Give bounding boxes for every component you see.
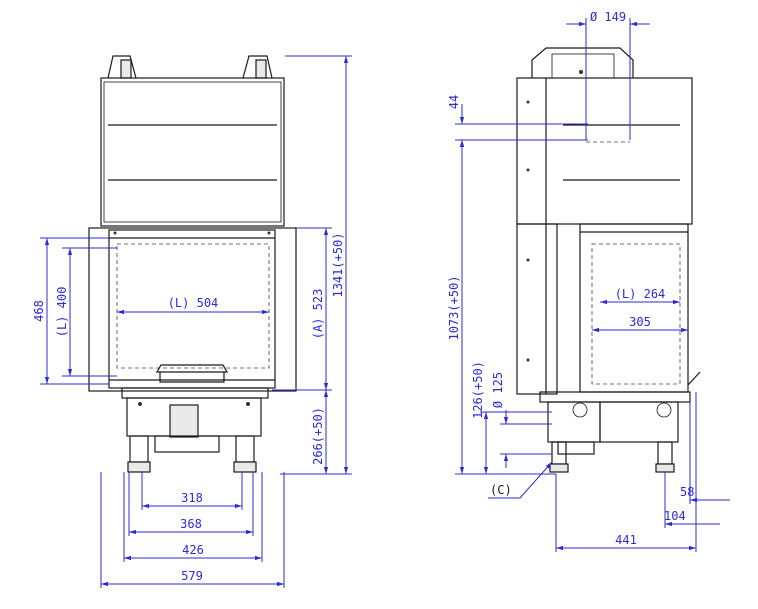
dim-base-height: 266(+50) bbox=[311, 407, 325, 465]
front-dimensions: 1341(+50) (A) 523 266(+50) 468 (L) 400 (… bbox=[32, 55, 352, 588]
dim-flue-diameter: Ø 149 bbox=[590, 10, 626, 24]
dim-opening-l-width: (L) 504 bbox=[168, 296, 219, 310]
dim-legs-outer: 368 bbox=[180, 517, 202, 531]
top-handles bbox=[107, 55, 273, 79]
grate bbox=[155, 364, 229, 373]
dim-opening-a: (A) 523 bbox=[311, 289, 325, 340]
dim-opening-l-height: (L) 400 bbox=[55, 287, 69, 338]
dim-overall-height: 1341(+50) bbox=[331, 232, 345, 297]
side-dimensions: Ø 149 44 1073(+50) 126(+50) Ø 125 (L) 26… bbox=[447, 10, 730, 552]
dim-base-offset: 104 bbox=[664, 509, 686, 523]
upper-body bbox=[100, 77, 285, 227]
dim-foot-offset: 58 bbox=[680, 485, 694, 499]
door-frame bbox=[88, 227, 297, 392]
label-inlet-c: (C) bbox=[490, 483, 512, 497]
dim-legs-inner: 318 bbox=[181, 491, 203, 505]
dim-inlet-height: 126(+50) bbox=[471, 361, 485, 419]
dim-inlet-diameter: Ø 125 bbox=[491, 372, 505, 408]
dim-base-width: 426 bbox=[182, 543, 204, 557]
dim-depth-opening-l: (L) 264 bbox=[615, 287, 666, 301]
side-view bbox=[516, 47, 701, 473]
dim-door-frame-height: 468 bbox=[32, 300, 46, 322]
dim-depth-opening: 305 bbox=[629, 315, 651, 329]
side-upper-body bbox=[516, 77, 693, 225]
dim-overall-width: 579 bbox=[181, 569, 203, 583]
front-view bbox=[88, 55, 297, 473]
side-glass bbox=[579, 223, 689, 393]
side-base bbox=[547, 401, 601, 443]
flue-collar bbox=[531, 47, 634, 78]
front-legs bbox=[127, 435, 257, 473]
dim-overall-depth: 441 bbox=[615, 533, 637, 547]
dim-glass-height: 1073(+50) bbox=[447, 275, 461, 340]
dim-flue-offset: 44 bbox=[447, 95, 461, 109]
